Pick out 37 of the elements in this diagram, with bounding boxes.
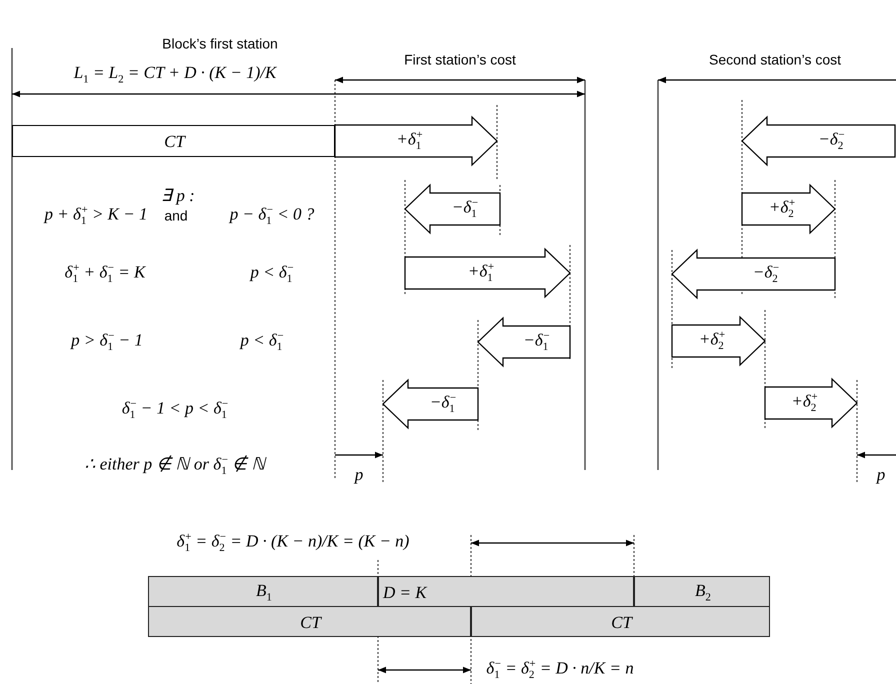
heading-text: and [164,208,188,224]
heading-text: Second station’s cost [708,52,842,68]
math-label: p > δ$_{1}$$^{−}$ − 1 [71,330,143,354]
math-label: B$_{2}$ [695,580,711,604]
math-label: ∃ p : [161,186,195,206]
math-label: B$_{1}$ [256,580,272,604]
pointed-tag-shape [405,185,500,233]
pointed-tag-shape [672,317,765,365]
math-label: L$_{1}$ = L$_{2}$ = CT + D · (K − 1)/K [74,63,276,87]
pointed-tag-shape [765,379,857,427]
pointed-tag-shape [405,249,570,297]
math-label: δ$_{1}$$^{+}$ = δ$_{2}$$^{−}$ = D · (K − n)/K = (K − n) [176,530,410,556]
pointed-tag-shape [335,117,497,165]
table-cell [148,576,378,607]
math-label: CT [611,612,632,633]
bar-box [12,125,335,157]
table-cell [634,576,770,607]
pointed-tag-shape [742,117,895,165]
math-label: p [354,464,364,486]
table-cell [471,606,770,637]
pointed-tag-shape [478,318,570,366]
math-label: CT [164,132,185,152]
math-label: ∴ either p ∉ ℕ or δ$_{1}$$^{−}$ ∉ ℕ [84,454,266,478]
math-label: p [876,464,886,486]
math-label: δ$_{1}$$^{−}$ = δ$_{2}$$^{+}$ = D · n/K = n [486,658,634,682]
heading-text: First station’s cost [404,52,516,68]
table-cell [148,606,471,637]
math-label: p + δ$_{1}$$^{+}$ > K − 1 [44,204,148,228]
table-cell [378,576,634,607]
pointed-tag-shape [742,185,835,233]
heading-text: Block’s first station [162,36,278,52]
pointed-tag-shape [672,250,835,298]
math-label: p − δ$_{1}$$^{−}$ < 0 ? [230,204,314,228]
math-label: D = K [383,582,427,603]
math-label: CT [300,612,321,633]
pointed-tag-shape [383,380,478,428]
math-label: δ$_{1}$$^{+}$ + δ$_{1}$$^{−}$ = K [64,262,146,286]
